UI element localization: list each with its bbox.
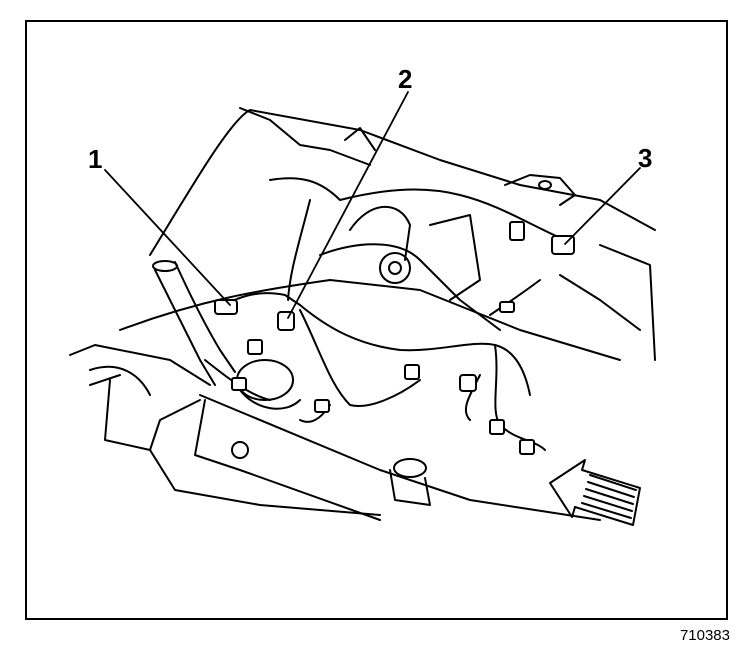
leader-lines (104, 91, 641, 319)
view-direction-arrow (549, 459, 641, 526)
callout-2-label: 2 (398, 64, 413, 94)
connectors (214, 221, 575, 455)
callout-2-leader (287, 91, 409, 319)
callout-1-label: 1 (88, 144, 103, 174)
exhaust-pipe (152, 260, 301, 410)
diagram-frame (25, 20, 728, 620)
wiring-harness (214, 177, 566, 451)
figure-id: 710383 (679, 627, 730, 644)
engine-block (119, 205, 621, 361)
callout-3-label: 3 (638, 143, 653, 173)
callout-3-leader (564, 167, 641, 245)
callout-1-leader (104, 169, 231, 306)
frame-rail (69, 344, 601, 521)
firewall-panel (149, 107, 656, 361)
